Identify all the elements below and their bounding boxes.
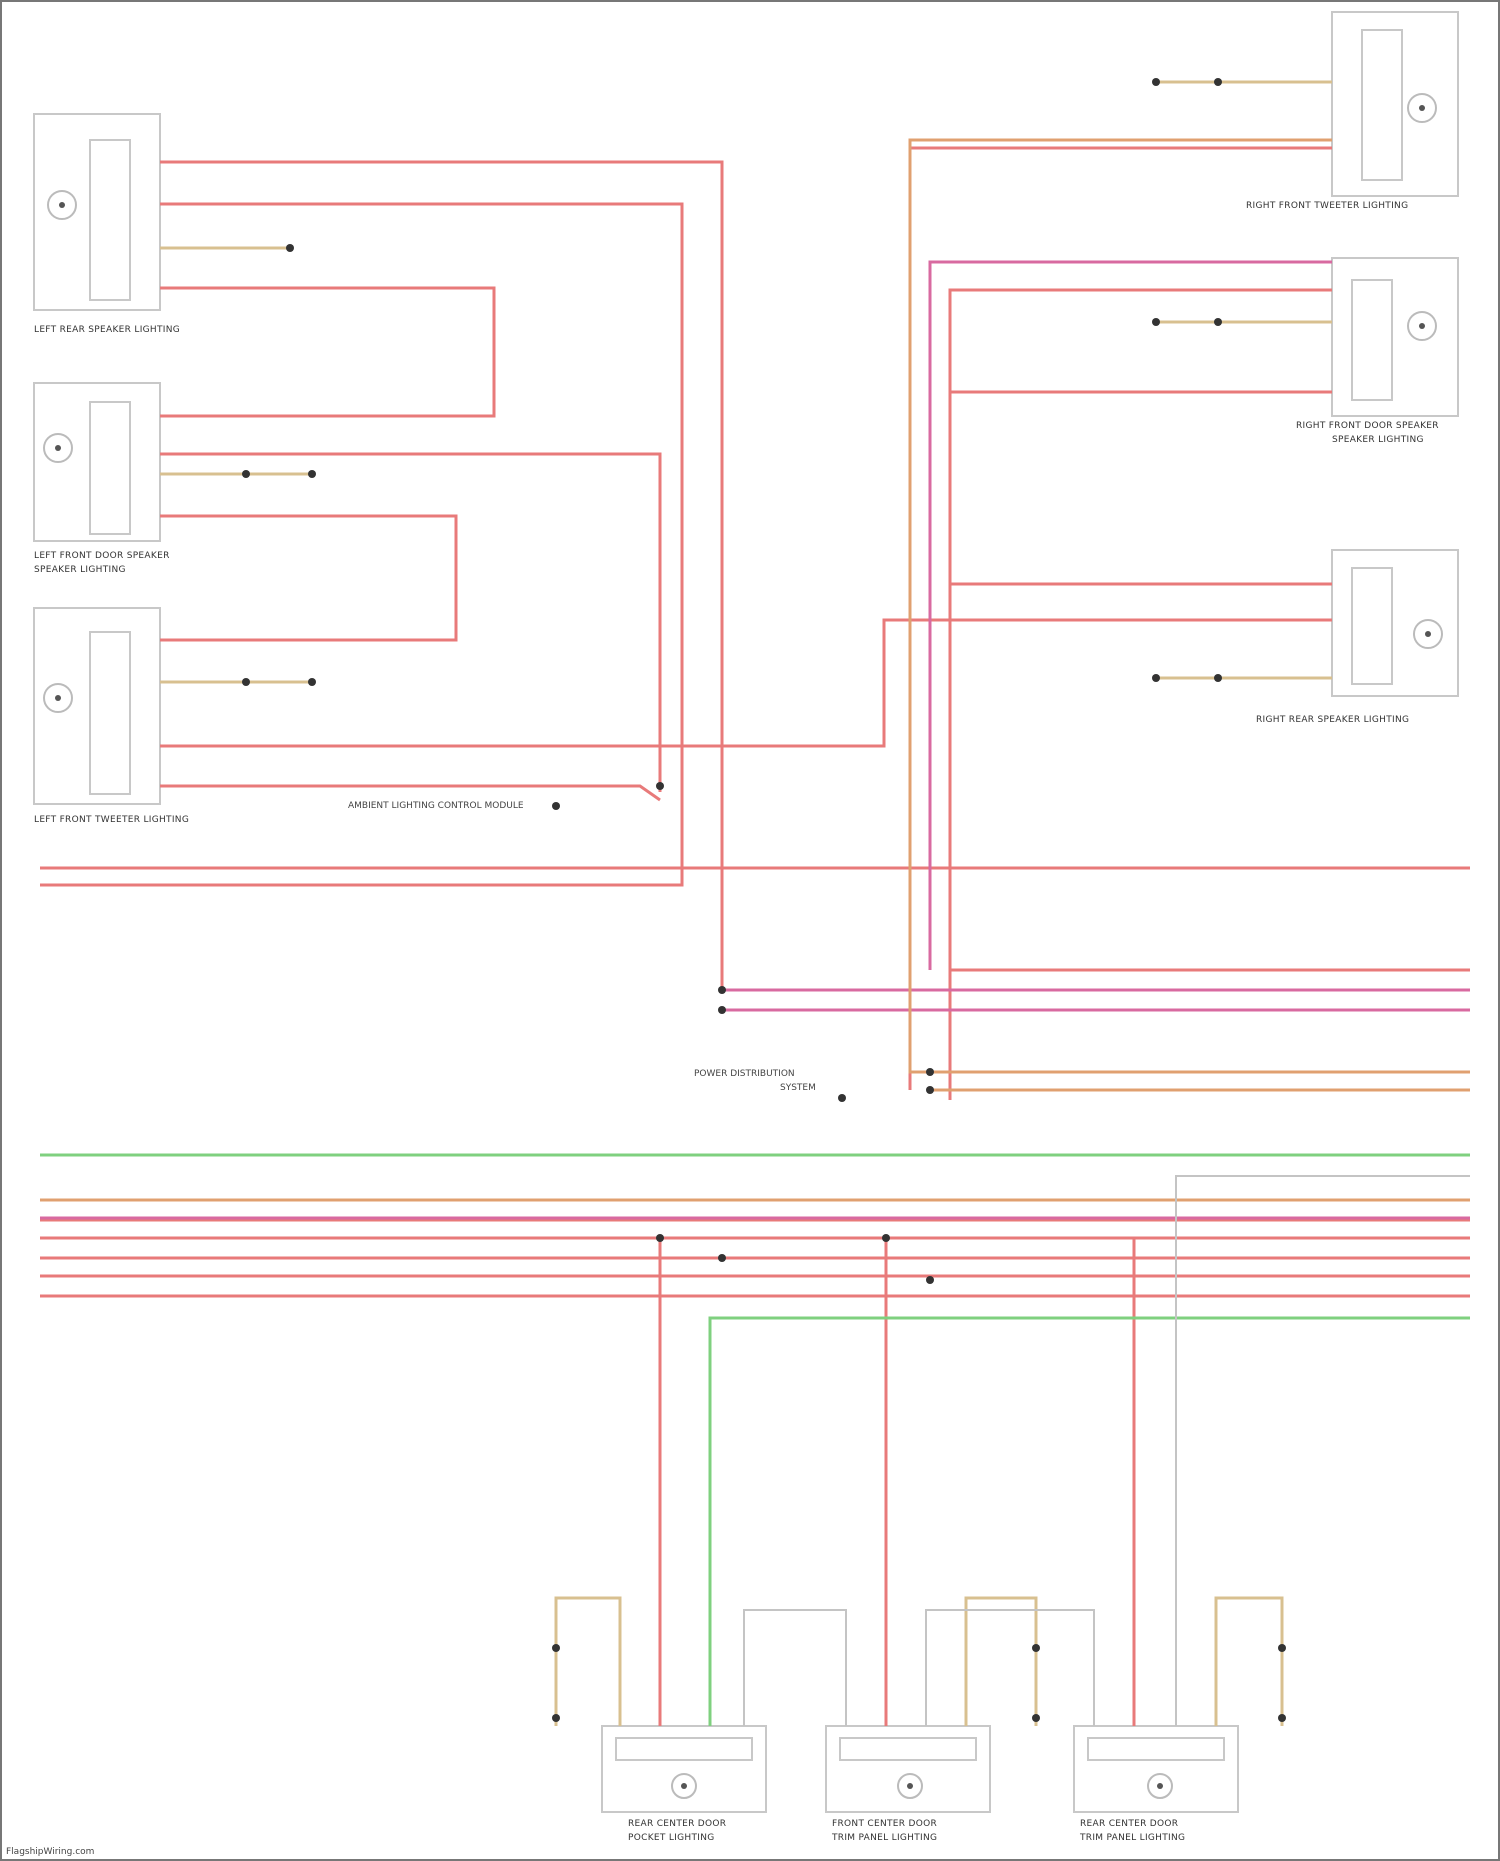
caption-left-front-door-2: SPEAKER LIGHTING [34,565,126,575]
left-rear-speaker-lighting: LEFT REAR SPEAKER LIGHTING [34,114,180,335]
caption-bottom-right-1: REAR CENTER DOOR [1080,1819,1178,1829]
caption-bottom-mid-2: TRIM PANEL LIGHTING [831,1833,937,1843]
wires-green [40,1155,1470,1726]
caption-bottom-mid-1: FRONT CENTER DOOR [832,1819,937,1829]
rear-center-door-trim-lighting: REAR CENTER DOOR TRIM PANEL LIGHTING [1074,1726,1238,1843]
right-rear-speaker-lighting: RIGHT REAR SPEAKER LIGHTING [1256,550,1458,725]
front-center-door-trim-lighting: FRONT CENTER DOOR TRIM PANEL LIGHTING [826,1726,990,1843]
wires-tan [160,82,1332,1726]
caption-bottom-left-2: POCKET LIGHTING [628,1833,715,1843]
caption-left-rear: LEFT REAR SPEAKER LIGHTING [34,325,180,335]
ambient-module-label: AMBIENT LIGHTING CONTROL MODULE [348,801,524,811]
power-distribution-label-1: POWER DISTRIBUTION [694,1069,795,1079]
caption-right-front-tweeter: RIGHT FRONT TWEETER LIGHTING [1246,201,1408,211]
caption-left-front-tweeter: LEFT FRONT TWEETER LIGHTING [34,815,189,825]
right-front-tweeter-lighting: RIGHT FRONT TWEETER LIGHTING [1246,12,1458,211]
caption-right-rear: RIGHT REAR SPEAKER LIGHTING [1256,715,1409,725]
caption-bottom-left-1: REAR CENTER DOOR [628,1819,726,1829]
caption-right-front-door-2: SPEAKER LIGHTING [1332,435,1424,445]
caption-bottom-right-2: TRIM PANEL LIGHTING [1079,1833,1185,1843]
wires-orange [40,140,1470,1200]
wires-red [40,148,1470,1726]
left-front-door-speaker-lighting: LEFT FRONT DOOR SPEAKER SPEAKER LIGHTING [34,383,170,575]
power-distribution-label-2: SYSTEM [780,1083,816,1093]
footer-source: FlagshipWiring.com [6,1847,94,1857]
caption-right-front-door-1: RIGHT FRONT DOOR SPEAKER [1296,421,1439,431]
caption-left-front-door-1: LEFT FRONT DOOR SPEAKER [34,551,170,561]
rear-center-door-pocket-lighting: REAR CENTER DOOR POCKET LIGHTING [602,1726,766,1843]
right-front-door-speaker-lighting: RIGHT FRONT DOOR SPEAKER SPEAKER LIGHTIN… [1296,258,1458,445]
splice-points [242,78,1286,1722]
